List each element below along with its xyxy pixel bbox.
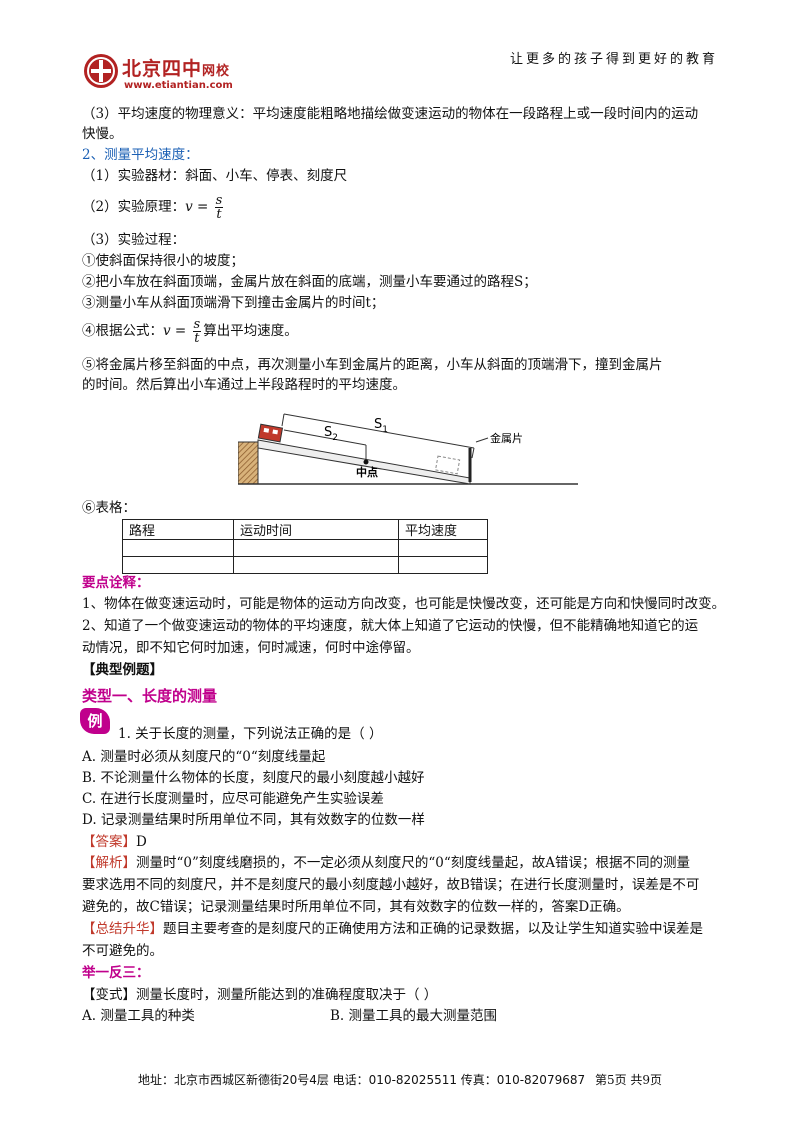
variant-question: 【变式】测量长度时，测量所能达到的准确程度取决于（ ） — [82, 987, 438, 1003]
label-midpoint: 中点 — [356, 465, 378, 479]
table-row: 路程 运动时间 平均速度 — [122, 519, 488, 540]
s1-tick — [471, 447, 475, 459]
cart-window — [272, 429, 279, 435]
table-row — [122, 539, 488, 557]
text-line: （3）平均速度的物理意义：平均速度能粗略地描绘做变速运动的物体在一段路程上或一段… — [82, 106, 699, 122]
extend-heading: 举一反三： — [82, 965, 150, 981]
text-line: 要求选用不同的刻度尺，并不是刻度尺的最小刻度越小越好，故B错误；在进行长度测量时… — [82, 877, 700, 893]
analysis-line: 【解析】测量时“0”刻度线磨损的，不一定必须从刻度尺的“0“刻度线量起，故A错误… — [82, 855, 691, 871]
text-line: 1、物体在做变速运动时，可能是物体的运动方向改变，也可能是快慢改变，还可能是方向… — [82, 596, 726, 612]
text-line: ⑤将金属片移至斜面的中点，再次测量小车到金属片的距离，小车从斜面的顶端滑下，撞到… — [82, 357, 663, 373]
table-cell — [122, 556, 234, 574]
table-cell — [398, 556, 488, 574]
table-row — [122, 556, 488, 574]
table-cell — [122, 539, 234, 557]
text-line: 动情况，即不知它何时加速，何时减速，何时中途停留。 — [82, 640, 420, 656]
answer-line: 【答案】D — [82, 834, 147, 850]
table-header: 平均速度 — [398, 519, 488, 540]
text-line: ②把小车放在斜面顶端，金属片放在斜面的底端，测量小车要通过的路程S； — [82, 274, 537, 290]
question: 1. 关于长度的测量，下列说法正确的是（ ） — [118, 726, 383, 742]
label-metal: 金属片 — [490, 431, 523, 445]
record-table: 路程 运动时间 平均速度 — [122, 519, 488, 574]
text-line: 不可避免的。 — [82, 943, 163, 959]
variant-option-a: A. 测量工具的种类 — [82, 1008, 195, 1024]
table-header: 运动时间 — [233, 519, 399, 540]
s2-dimension — [283, 429, 367, 446]
slogan: 让更多的孩子得到更好的教育 — [509, 52, 718, 67]
text-line: 的时间。然后算出小车通过上半段路程时的平均速度。 — [82, 377, 406, 393]
logo-name: 北京四中网校 — [122, 58, 231, 80]
notes-title: 要点诠释： — [82, 575, 150, 591]
option-c: C. 在进行长度测量时，应尽可能避免产生实验误差 — [82, 791, 384, 807]
text-line: 2、知道了一个做变速运动的物体的平均速度，就大体上知道了它运动的快慢，但不能精确… — [82, 618, 699, 634]
summary-line: 【总结升华】题目主要考查的是刻度尺的正确使用方法和正确的记录数据，以及让学生知道… — [82, 921, 703, 937]
logo-icon — [82, 52, 120, 94]
example-badge: 例 — [80, 708, 110, 734]
label-s2: S2 — [324, 425, 338, 443]
option-d: D. 记录测量结果时所用单位不同，其有效数字的位数一样 — [82, 812, 425, 828]
s1-dimension — [283, 413, 475, 449]
table-cell — [233, 539, 399, 557]
text-line: 避免的，故C错误；记录测量结果时所用单位不同，其有效数字的位数一样的，答案D正确… — [82, 899, 630, 915]
variant-option-b: B. 测量工具的最大测量范围 — [330, 1008, 498, 1024]
table-cell — [233, 556, 399, 574]
cart-end-position — [434, 455, 461, 475]
footer-page: 第5页 共9页 — [594, 1073, 663, 1087]
s1-tick — [281, 413, 285, 427]
text-line: ①使斜面保持很小的坡度； — [82, 253, 244, 269]
footer-contact: 地址：北京市西城区新德街20号4层 电话：010-82025511 传真：010… — [137, 1073, 586, 1087]
text-line: （3）实验过程： — [82, 232, 186, 248]
text-line: 快慢。 — [82, 126, 123, 142]
support-block — [238, 441, 259, 485]
text-line: （1）实验器材：斜面、小车、停表、刻度尺 — [82, 168, 348, 184]
footer: 地址：北京市西城区新德街20号4层 电话：010-82025511 传真：010… — [0, 1071, 800, 1088]
table-cell — [398, 539, 488, 557]
section-heading: 2、测量平均速度： — [82, 147, 199, 163]
label-s1: S1 — [374, 417, 388, 435]
cart-window — [263, 427, 270, 433]
table-header: 路程 — [122, 519, 234, 540]
option-a: A. 测量时必须从刻度尺的“0“刻度线量起 — [82, 749, 326, 765]
examples-heading: 【典型例题】 — [82, 662, 163, 678]
metal-pointer — [475, 437, 489, 443]
incline-diagram: 金属片 S1 S2 中点 — [238, 413, 578, 485]
logo-url: www.etiantian.com — [124, 80, 233, 91]
text-line: ③测量小车从斜面顶端滑下到撞击金属片的时间t； — [82, 295, 385, 311]
cart — [257, 423, 284, 443]
type-heading: 类型一、长度的测量 — [82, 687, 218, 705]
midpoint-dot — [363, 459, 369, 465]
text-line: ⑥表格： — [82, 500, 136, 516]
option-b: B. 不论测量什么物体的长度，刻度尺的最小刻度越小越好 — [82, 770, 425, 786]
